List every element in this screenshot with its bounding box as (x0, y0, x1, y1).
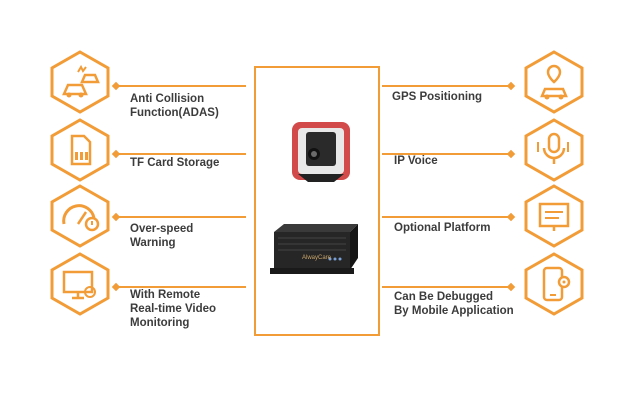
connector-line (382, 286, 510, 288)
feature-label-gps: GPS Positioning (392, 91, 483, 103)
connector-line (118, 85, 246, 87)
device-panel: AlwayCare (254, 66, 380, 336)
adas-camera-image (292, 122, 350, 182)
car-collision-icon (48, 50, 112, 114)
monitor-camera-icon (48, 252, 112, 316)
mobile-settings-icon (522, 252, 586, 316)
feature-label-platform: Optional Platform (394, 222, 491, 234)
mdvr-device-image (270, 224, 358, 274)
device-illustration (270, 122, 358, 274)
feature-label-remote-video: With Remote Real-time Video Monitoring (130, 289, 217, 329)
connector-line (118, 153, 246, 155)
connector-dot (111, 282, 121, 292)
feature-label-mobile-debug: Can Be Debugged By Mobile Application (394, 291, 514, 317)
connector-dot (506, 212, 516, 222)
device-brand-label: AlwayCare (302, 255, 332, 261)
speedometer-warning-icon (48, 184, 112, 248)
feature-label-tf-card: TF Card Storage (130, 157, 220, 169)
feature-label-ip-voice: IP Voice (394, 155, 438, 167)
feature-label-adas: Anti Collision Function(ADAS) (130, 93, 219, 119)
connector-line (118, 286, 246, 288)
connector-dot (111, 81, 121, 91)
screen-icon (522, 184, 586, 248)
feature-label-over-speed: Over-speed Warning (130, 223, 194, 249)
connector-dot (111, 212, 121, 222)
connector-dot (111, 149, 121, 159)
connector-line (118, 216, 246, 218)
gps-car-icon (522, 50, 586, 114)
sd-card-icon (48, 118, 112, 182)
connector-dot (506, 149, 516, 159)
connector-line (382, 153, 510, 155)
connector-dot (506, 81, 516, 91)
connector-line (382, 216, 510, 218)
connector-line (382, 85, 510, 87)
microphone-icon (522, 118, 586, 182)
